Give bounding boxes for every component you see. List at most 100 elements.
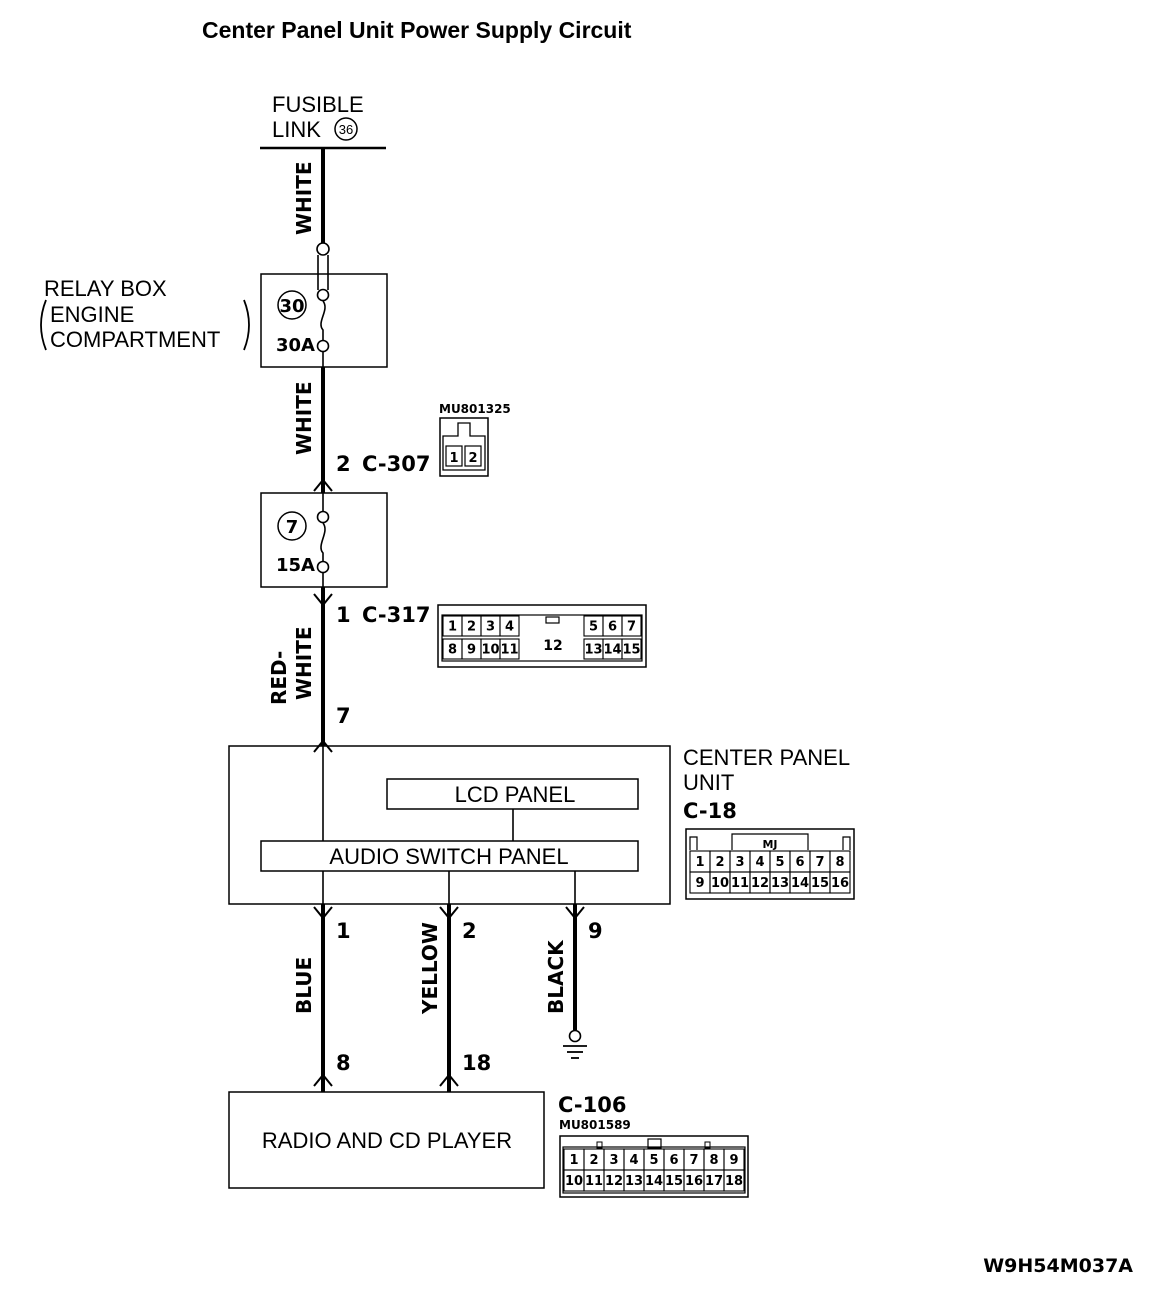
connector-c317-pin: 4 [505,620,514,635]
connector-c18-pin: 7 [815,855,824,870]
wire-label-white-3: WHITE [292,626,316,700]
relay-terminal-top [316,242,330,256]
radio-connector-id: C-106 [558,1093,626,1117]
fusible-link-label-line2: LINK [272,117,321,142]
connector-c106-pin-cell [723,1169,745,1192]
connector-c18-pin: 15 [811,876,829,891]
connector-c317-pin: 1 [448,620,457,635]
connector-c317-pin-cell [499,638,520,660]
connector-c18-pin: 5 [775,855,784,870]
connector-c307-chevron [313,478,333,492]
fuse-30-terminal-bottom [316,339,330,353]
connector-c317-pin: 6 [608,620,617,635]
radio-in-pin-8: 8 [336,1051,351,1075]
connector-c18-pin: 3 [735,855,744,870]
relay-box-paren-left [40,299,47,351]
connector-c106-pin: 4 [629,1153,638,1168]
connector-c18-pin: 1 [695,855,704,870]
relay-box-paren-right [243,299,250,351]
radio-cd-player: RADIO AND CD PLAYER [228,1091,545,1189]
connector-c307-part-no: MU801325 [439,402,511,416]
wire-label-black: BLACK [544,939,568,1014]
wire-label-yellow: YELLOW [418,922,442,1015]
fuse-7-number-circle [277,511,307,541]
fuse-7-box: 7 15A [260,492,388,588]
center-panel-label-line2: UNIT [683,770,734,795]
connector-c18-pin: 14 [791,876,809,891]
figure-code: W9H54M037A [983,1255,1133,1277]
connector-c317-pin: 10 [481,643,499,658]
connector-c18-pin: 9 [695,876,704,891]
ground-icon [563,1045,587,1059]
center-panel-out-pin-9: 9 [588,919,603,943]
connector-c18-pin: 4 [755,855,764,870]
center-panel-out-pin-1: 1 [336,919,351,943]
fusible-link-number-circle [334,117,358,141]
relay-box-label-line2: ENGINE [50,302,134,327]
connector-c307-pin-1: 1 [449,451,458,466]
center-panel-label-line1: CENTER PANEL [683,745,850,770]
fuse-7-terminal-bottom [316,560,330,574]
relay-box: RELAY BOX ENGINE COMPARTMENT 30 30A [40,242,388,368]
fuse-30-element [320,300,326,341]
connector-c317-pin-12: 12 [543,638,562,654]
connector-c18-pin: 16 [831,876,849,891]
connector-c317-pin-cell [499,615,520,637]
connector-c106-pin: 10 [565,1174,583,1189]
connector-c317-pin: 7 [627,620,636,635]
center-panel-unit: LCD PANEL AUDIO SWITCH PANEL [228,745,671,905]
fuse-30-number: 30 [279,296,304,317]
fusible-link: FUSIBLE LINK 36 [260,92,386,150]
connector-c18-pin: 10 [711,876,729,891]
connector-c106-pin: 16 [685,1174,703,1189]
connector-c317-pin: 3 [486,620,495,635]
connector-c106-pin: 8 [709,1153,718,1168]
connector-c307-pin-2: 2 [468,451,477,466]
connector-c106-pin: 17 [705,1174,723,1189]
connector-c106-pin: 15 [665,1174,683,1189]
fuse-30-terminal-top [316,288,330,302]
fusible-link-label-line1: FUSIBLE [272,92,364,117]
connector-c106-pin: 7 [689,1153,698,1168]
radio-in-pin-18: 18 [462,1051,491,1075]
connector-c106-pin: 6 [669,1153,678,1168]
connector-c106-pin: 11 [585,1174,603,1189]
relay-box-label-line1: RELAY BOX [44,276,167,301]
wire-label-red: RED- [267,651,291,705]
ground-terminal [568,1029,582,1043]
connector-c18-pin: 11 [731,876,749,891]
wire-label-white-2: WHITE [292,381,316,455]
connector-c106-pin: 13 [625,1174,643,1189]
fuse-7-rating: 15A [276,555,315,576]
connector-c317-chevron [313,593,333,607]
connector-c317-pin: 1 [336,603,351,627]
connector-c307-face: MU801325 1 2 [439,402,511,477]
wire-label-white-1: WHITE [292,161,316,235]
radio-connector-part-no: MU801589 [559,1118,631,1132]
connector-c106-pin: 14 [645,1174,663,1189]
fuse-7-terminal-top [316,510,330,524]
connector-c307-id: C-307 [362,452,430,476]
connector-c317-pin: 15 [622,643,640,658]
connector-c106-pin: 5 [649,1153,658,1168]
connector-c317-pin: 13 [584,643,602,658]
connector-c317-pin: 14 [603,643,621,658]
fuse-30-rating: 30A [276,335,315,356]
connector-c317-pin: 8 [448,643,457,658]
fusible-link-number: 36 [339,122,353,137]
connector-c106-pin: 2 [589,1153,598,1168]
connector-c317-pin-cell [621,638,642,660]
diagram-title: Center Panel Unit Power Supply Circuit [202,17,632,43]
connector-c317-pin: 2 [467,620,476,635]
connector-c18-mj: MJ [762,838,777,851]
connector-c18-pin: 2 [715,855,724,870]
connector-c18-pin: 13 [771,876,789,891]
center-panel-input-chevron [313,739,333,753]
connector-c18-pin-cell [829,871,851,894]
